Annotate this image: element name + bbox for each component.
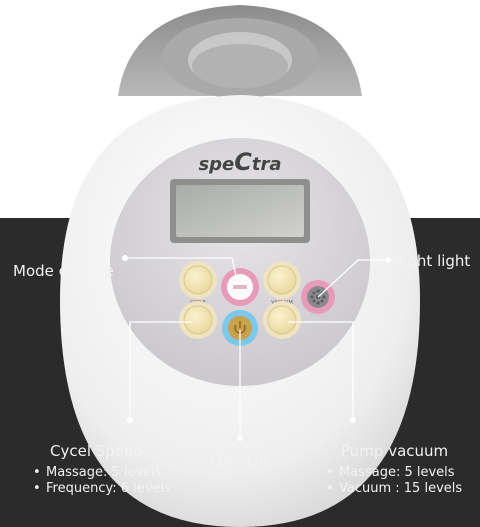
mode-icon bbox=[233, 285, 247, 289]
pump-vacuum-list: Massage: 5 levels Vacuum : 15 levels bbox=[325, 465, 462, 497]
leader-lines bbox=[125, 257, 388, 438]
night-light-leader bbox=[317, 259, 388, 298]
list-item: Vacuum : 15 levels bbox=[325, 481, 462, 497]
leader-dots bbox=[122, 255, 391, 441]
pump-vacuum-title: Pump vacuum bbox=[341, 442, 449, 460]
night-light-label: Night light bbox=[392, 252, 471, 270]
cycle-down-button[interactable] bbox=[183, 305, 213, 335]
vacuum-up-button[interactable] bbox=[267, 265, 297, 295]
pump-vacuum-leader bbox=[288, 321, 354, 420]
pump-top-housing bbox=[118, 5, 362, 98]
mode-change-leader bbox=[125, 257, 238, 281]
vacuum-down-button[interactable] bbox=[267, 305, 297, 335]
list-item: Massage: 5 levels bbox=[32, 465, 171, 481]
list-item: Frequency: 6 levels bbox=[32, 481, 171, 497]
cycle-speed-list: Massage: 5 levels Frequency: 6 levels bbox=[32, 465, 171, 497]
cycle-speed-leader bbox=[129, 321, 192, 420]
list-item: Massage: 5 levels bbox=[325, 465, 462, 481]
mode-change-label: Mode change bbox=[13, 262, 114, 280]
on-off-label: On / Off bbox=[211, 452, 270, 470]
lcd-screen bbox=[176, 185, 304, 237]
cycle-speed-title: Cycel Speed bbox=[50, 442, 143, 460]
cycle-up-button[interactable] bbox=[183, 265, 213, 295]
brand-logo: speCtra bbox=[198, 148, 281, 176]
